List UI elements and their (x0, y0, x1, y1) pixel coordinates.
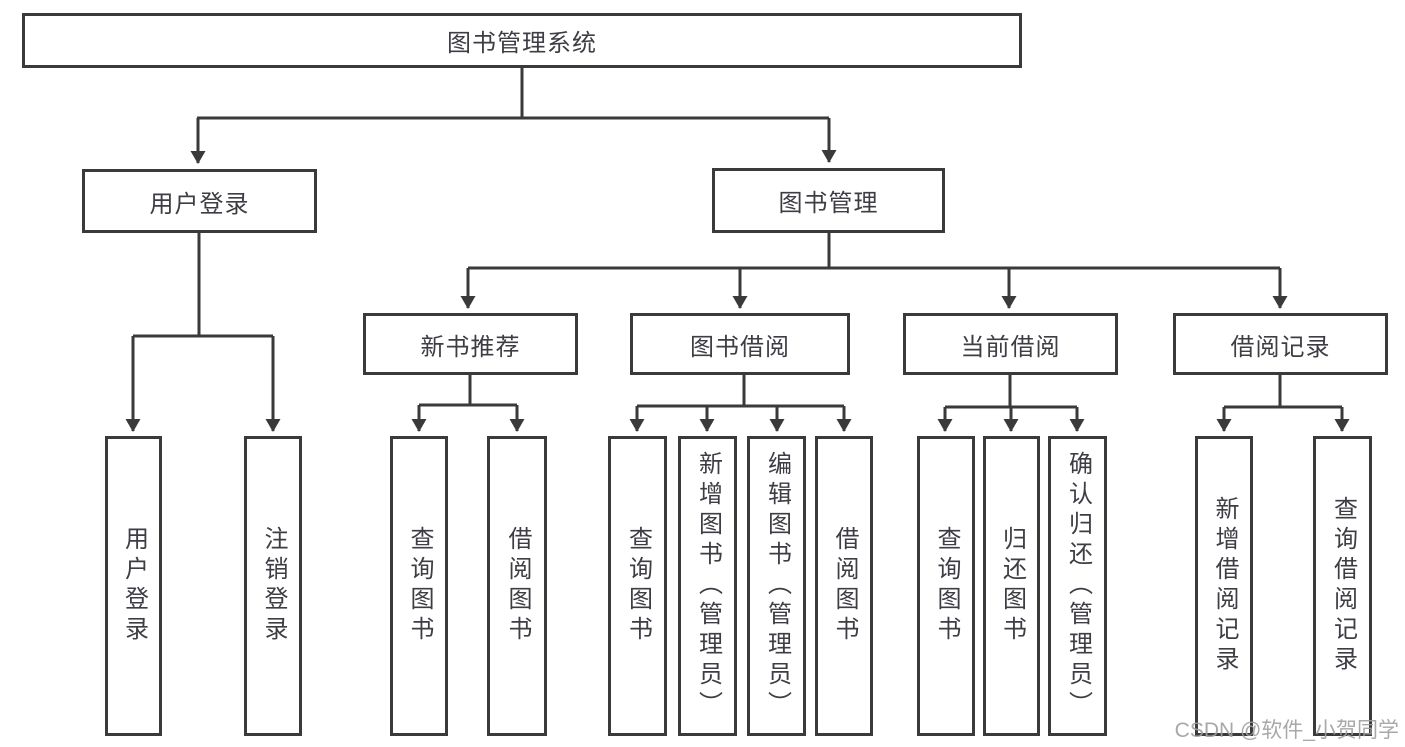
node-new-book-recommend: 新书推荐 (363, 313, 578, 375)
node-book-borrow: 图书借阅 (630, 313, 850, 375)
leaf-borrow-edit-books-admin: 编辑图书（管理员） (747, 436, 806, 736)
leaf-newbook-query-books: 查询图书 (390, 436, 448, 736)
leaf-newbook-borrow-books-label: 借阅图书 (504, 526, 531, 646)
leaf-borrow-borrow-books-label: 借阅图书 (831, 526, 858, 646)
leaf-current-confirm-return-admin-label: 确认归还（管理员） (1064, 451, 1092, 721)
leaf-newbook-borrow-books: 借阅图书 (487, 436, 547, 736)
leaf-user-login: 用户登录 (105, 436, 162, 736)
leaf-user-login-label: 用户登录 (120, 526, 148, 646)
leaf-current-return-books-label: 归还图书 (998, 526, 1026, 646)
leaf-records-add-record: 新增借阅记录 (1195, 436, 1253, 736)
leaf-current-return-books: 归还图书 (983, 436, 1040, 736)
node-root-system: 图书管理系统 (22, 13, 1022, 68)
node-user-login: 用户登录 (82, 169, 317, 233)
leaf-borrow-add-books-admin: 新增图书（管理员） (678, 436, 737, 736)
node-borrow-records: 借阅记录 (1173, 313, 1388, 375)
leaf-records-add-record-label: 新增借阅记录 (1211, 496, 1238, 676)
leaf-logout-label: 注销登录 (260, 526, 287, 646)
leaf-borrow-edit-books-admin-label: 编辑图书（管理员） (763, 451, 791, 721)
leaf-current-query-books-label: 查询图书 (933, 526, 960, 646)
leaf-records-query-record-label: 查询借阅记录 (1329, 496, 1357, 676)
node-current-borrow: 当前借阅 (903, 313, 1118, 375)
leaf-current-query-books: 查询图书 (917, 436, 975, 736)
leaf-records-query-record: 查询借阅记录 (1313, 436, 1372, 736)
leaf-logout: 注销登录 (244, 436, 302, 736)
node-book-management: 图书管理 (712, 168, 945, 233)
csdn-watermark: CSDN @软件_小贺同学 (1174, 719, 1399, 742)
leaf-newbook-query-books-label: 查询图书 (406, 526, 433, 646)
leaf-borrow-query-books: 查询图书 (608, 436, 667, 736)
leaf-current-confirm-return-admin: 确认归还（管理员） (1048, 436, 1107, 736)
leaf-borrow-borrow-books: 借阅图书 (815, 436, 873, 736)
leaf-borrow-query-books-label: 查询图书 (624, 526, 652, 646)
leaf-borrow-add-books-admin-label: 新增图书（管理员） (694, 451, 722, 721)
